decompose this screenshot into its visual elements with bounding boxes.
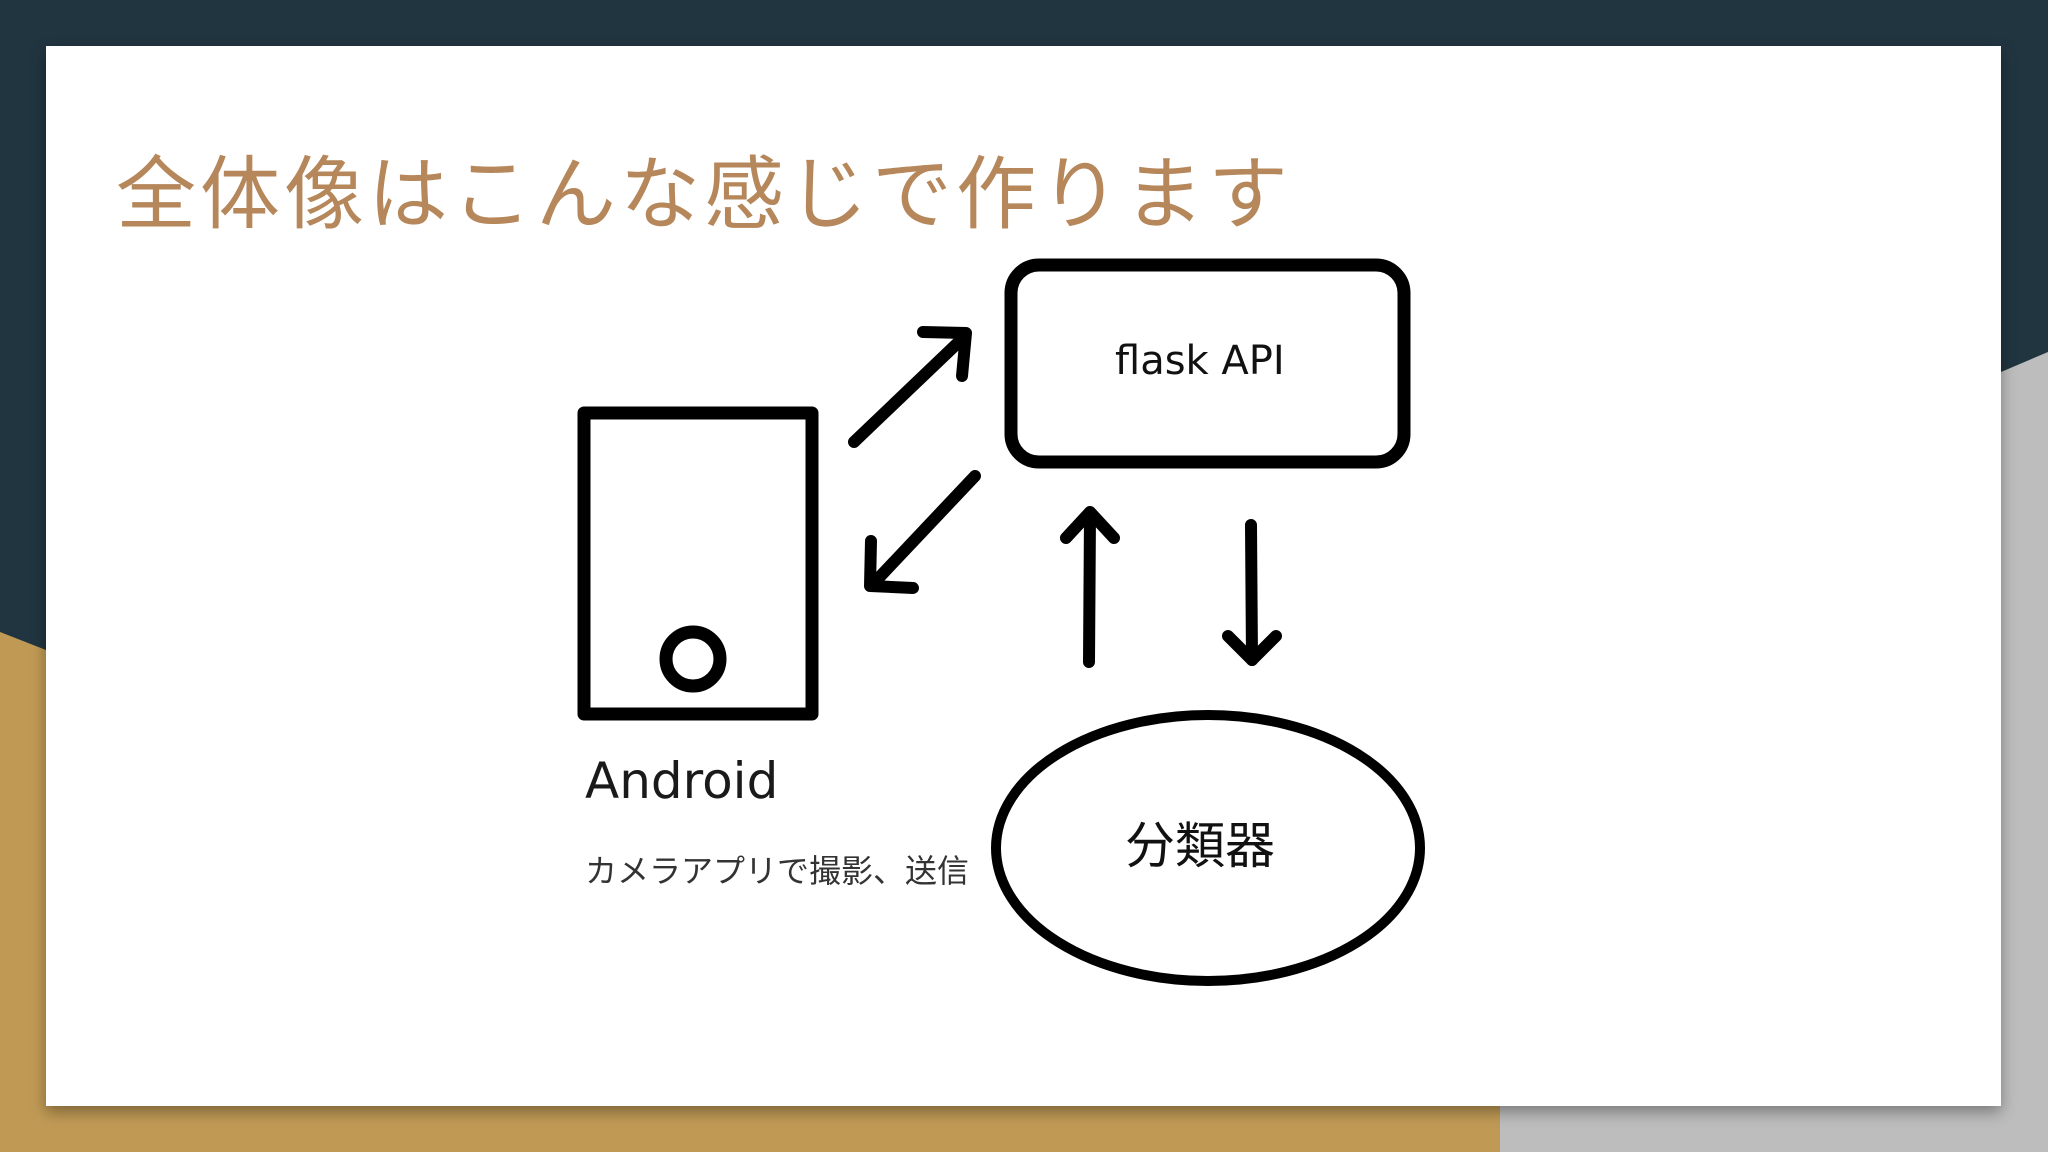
device-label: Android [585, 752, 779, 810]
classifier-label: 分類器 [1125, 817, 1275, 875]
gold-bottom-band [0, 1104, 1640, 1152]
arrow-api-to-classifier-icon [1222, 519, 1282, 666]
arrow-classifier-to-api-icon [1060, 506, 1120, 668]
device-caption: カメラアプリで撮影、送信 [585, 852, 970, 890]
api-box-shape [1004, 258, 1411, 469]
arrow-device-to-api-icon [848, 326, 972, 448]
classifier-ellipse [991, 710, 1425, 986]
device-button-circle [659, 625, 727, 693]
arrow-api-to-device-icon [864, 470, 981, 594]
android-device-shape [577, 406, 819, 721]
slide-card: 全体像はこんな感じで作ります [46, 46, 2001, 1106]
gold-corner-shape [0, 632, 46, 1152]
architecture-diagram [577, 258, 1425, 986]
slide-title: 全体像はこんな感じで作ります [116, 148, 1292, 241]
api-box-label: flask API [1115, 338, 1285, 384]
